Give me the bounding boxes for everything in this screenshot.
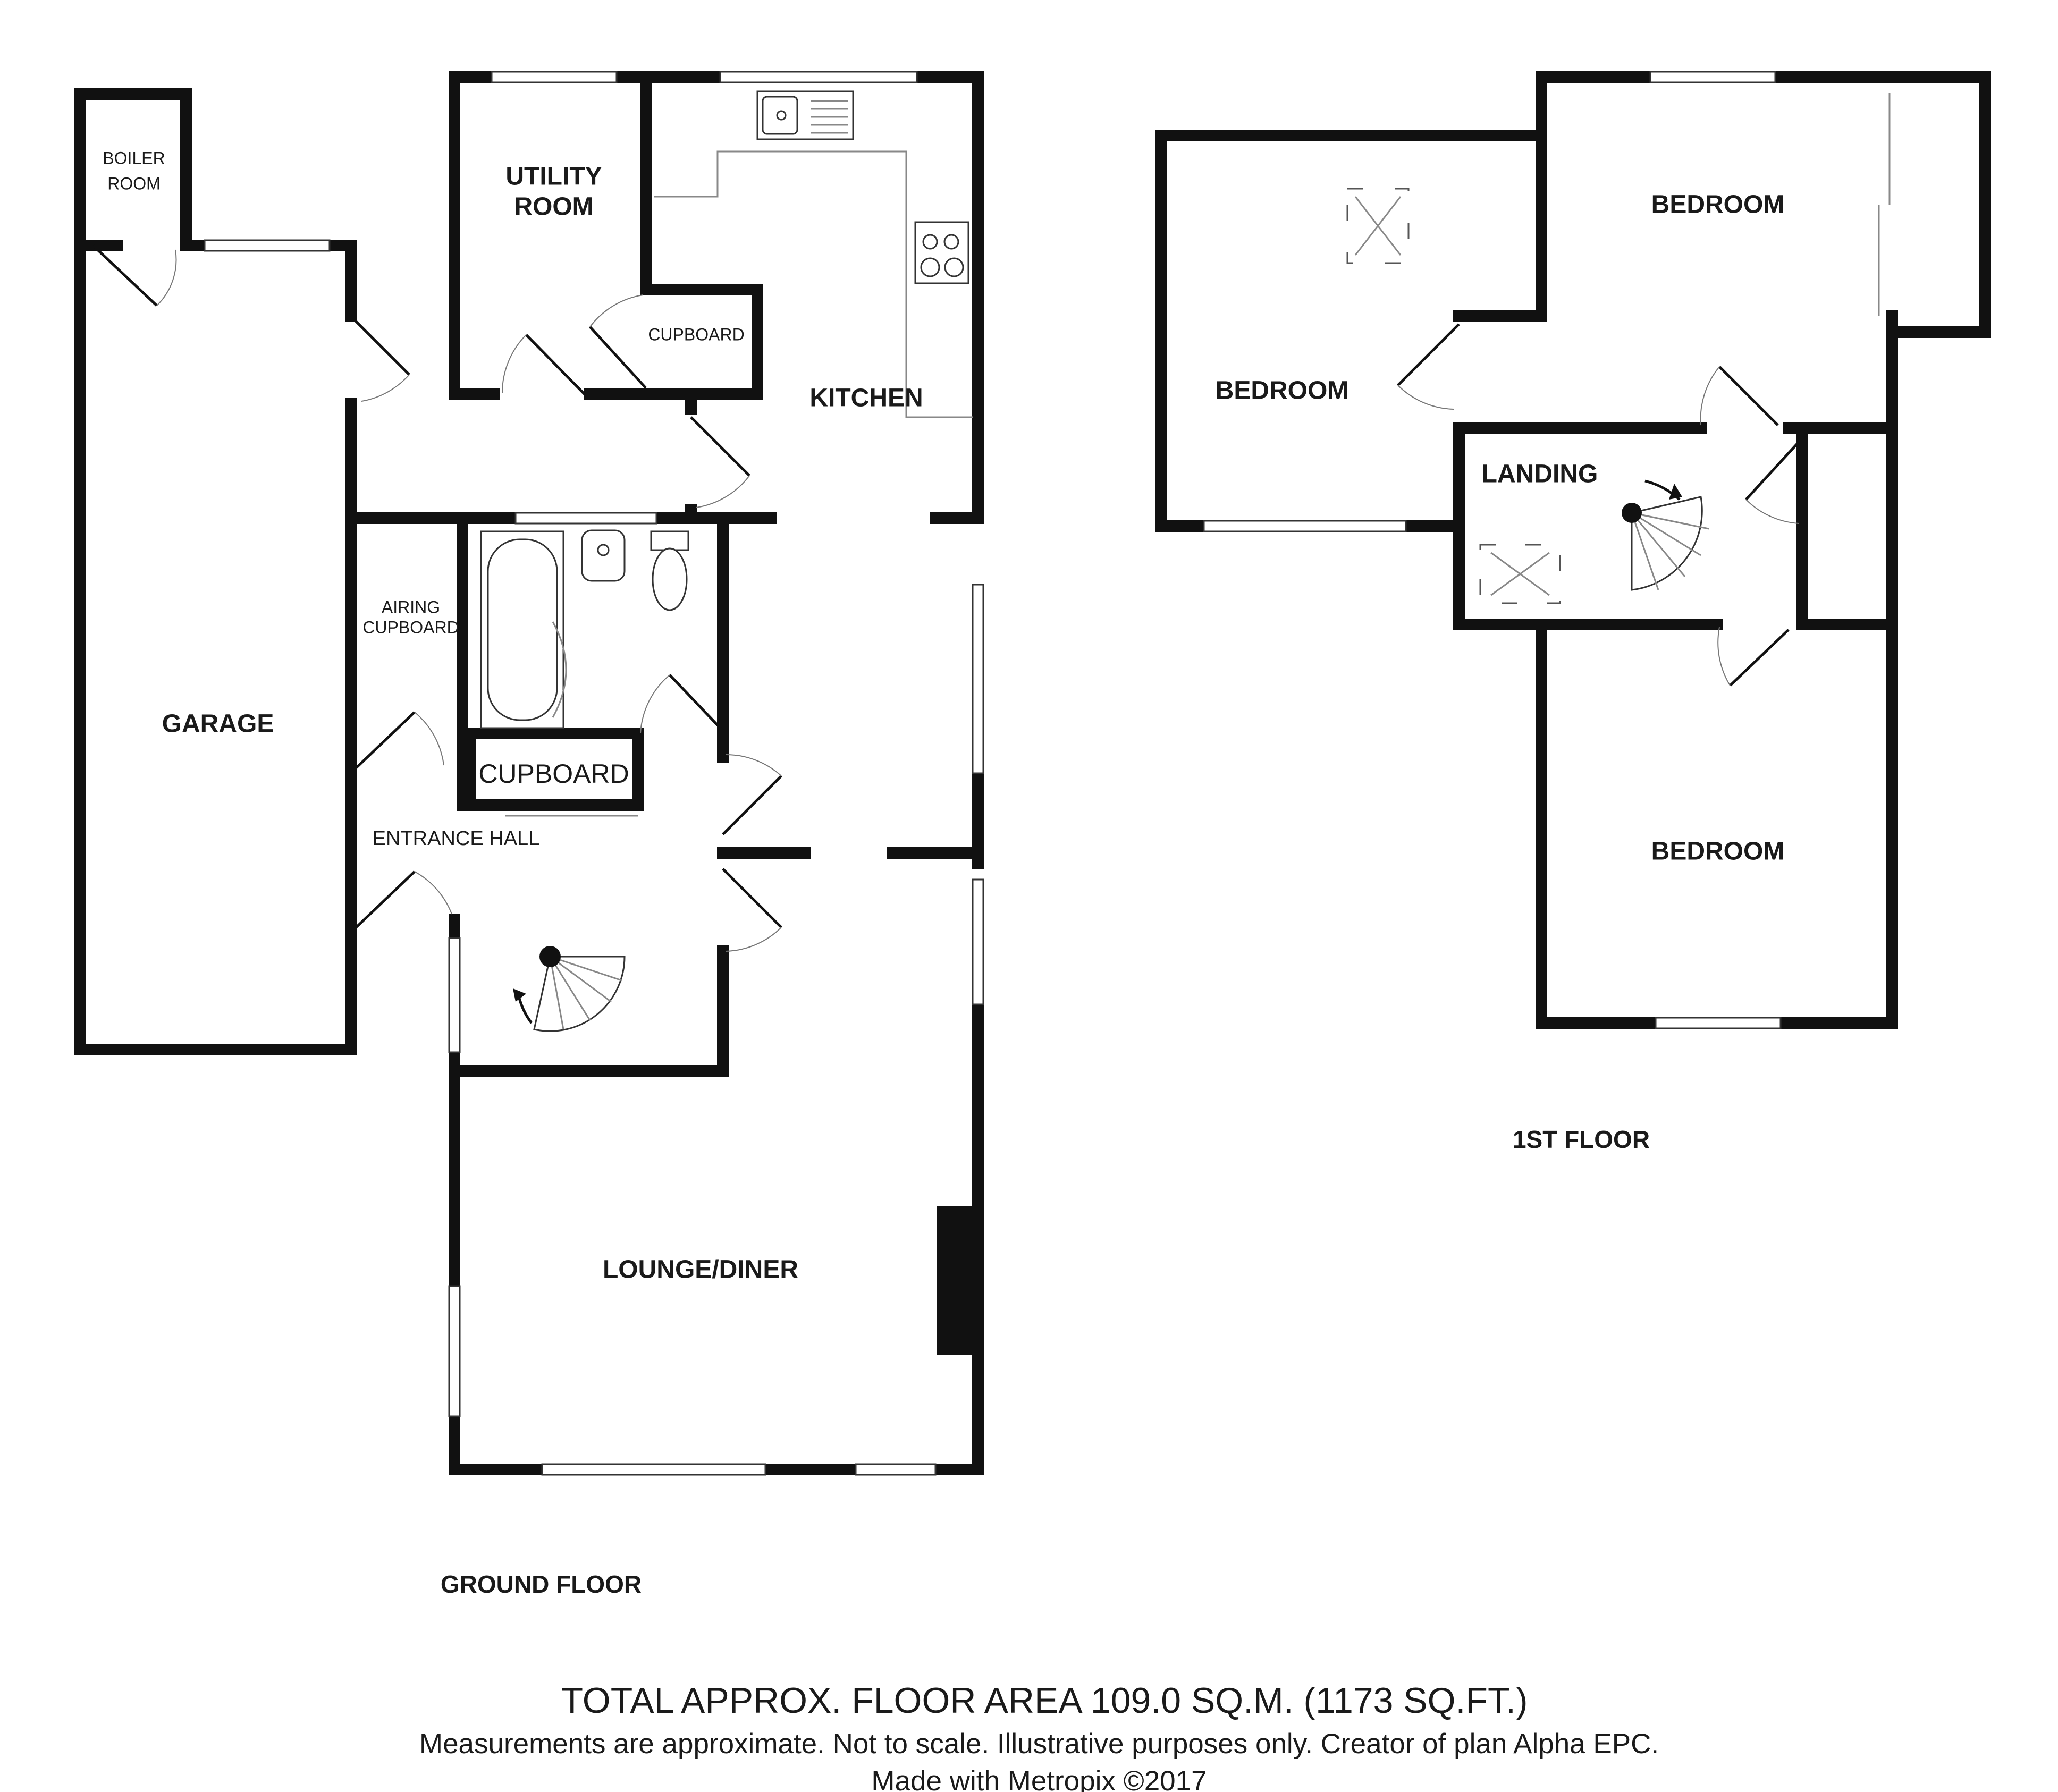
boiler-room-label-2: ROOM (107, 174, 161, 193)
cupboard-walls (465, 736, 644, 811)
first-floor-plan: BEDROOM BEDROOM LANDING BEDROOM 1ST FLOO… (1155, 71, 1991, 1153)
washbasin-icon (581, 529, 626, 582)
garage-walls (74, 88, 357, 1055)
kitchen-window (719, 71, 918, 83)
cupboard-small-label: CUPBOARD (648, 325, 744, 344)
hob-icon (914, 221, 969, 284)
kitchen-walls (640, 71, 984, 869)
kitchen-counter (654, 150, 973, 418)
entrance-window (448, 937, 461, 1053)
first-floor-doors (1397, 323, 1806, 687)
landing-label: LANDING (1482, 460, 1598, 488)
lounge-diner-label: LOUNGE/DINER (603, 1256, 798, 1284)
bedroom-north-label: BEDROOM (1651, 191, 1785, 219)
credit-text: Made with Metropix ©2017 (871, 1765, 1207, 1792)
airing-cupboard-label-1: AIRING (382, 597, 440, 616)
bathroom-walls (457, 520, 729, 811)
utility-room-label-1: UTILITY (505, 163, 602, 191)
utility-room-label-2: ROOM (514, 193, 593, 221)
utility-room-walls (449, 71, 763, 400)
landing-skylight-icon (1479, 544, 1561, 604)
bath-icon (480, 530, 567, 729)
garage-window (204, 239, 331, 252)
bedroom-north-window (1649, 71, 1776, 83)
lounge-west-window (448, 1285, 461, 1417)
bedroom-west-window (1203, 520, 1407, 532)
total-floor-area: TOTAL APPROX. FLOOR AREA 109.0 SQ.M. (11… (561, 1680, 1528, 1721)
ground-floor-doors (92, 244, 782, 952)
garage-label: GARAGE (162, 710, 274, 738)
sink-icon (756, 90, 854, 140)
lounge-east-window (972, 878, 984, 1005)
skylight-icon (1346, 188, 1410, 264)
bedroom-south-label: BEDROOM (1651, 838, 1785, 866)
lounge-south-window-1 (541, 1463, 766, 1476)
footer: TOTAL APPROX. FLOOR AREA 109.0 SQ.M. (11… (419, 1680, 1659, 1792)
bedroom-south-walls (1536, 619, 1898, 1029)
airing-cupboard-label-2: CUPBOARD (362, 618, 459, 637)
ground-floor-label: GROUND FLOOR (441, 1570, 642, 1598)
ground-floor-plan: BOILER ROOM UTILITY ROOM CUPBOARD KITCHE… (74, 71, 984, 1598)
bathroom-window (514, 512, 657, 525)
utility-window (491, 71, 618, 83)
entrance-hall-label: ENTRANCE HALL (373, 827, 540, 850)
landing-walls (1453, 422, 1898, 630)
landing-stairs-icon (1622, 479, 1709, 591)
chimney-breast (937, 1206, 973, 1355)
kitchen-east-window (972, 584, 984, 774)
ground-stairs-icon (513, 946, 626, 1032)
disclaimer-text: Measurements are approximate. Not to sca… (419, 1728, 1659, 1760)
toilet-icon (650, 530, 689, 611)
first-floor-label: 1ST FLOOR (1513, 1126, 1650, 1153)
cupboard-label: CUPBOARD (478, 759, 629, 789)
bedroom-west-label: BEDROOM (1216, 377, 1349, 405)
bedroom-north-walls (1536, 71, 1991, 434)
kitchen-label: KITCHEN (809, 384, 923, 412)
boiler-room-label-1: BOILER (103, 148, 165, 167)
bedroom-south-window (1655, 1017, 1782, 1029)
lounge-south-window-2 (855, 1463, 937, 1476)
